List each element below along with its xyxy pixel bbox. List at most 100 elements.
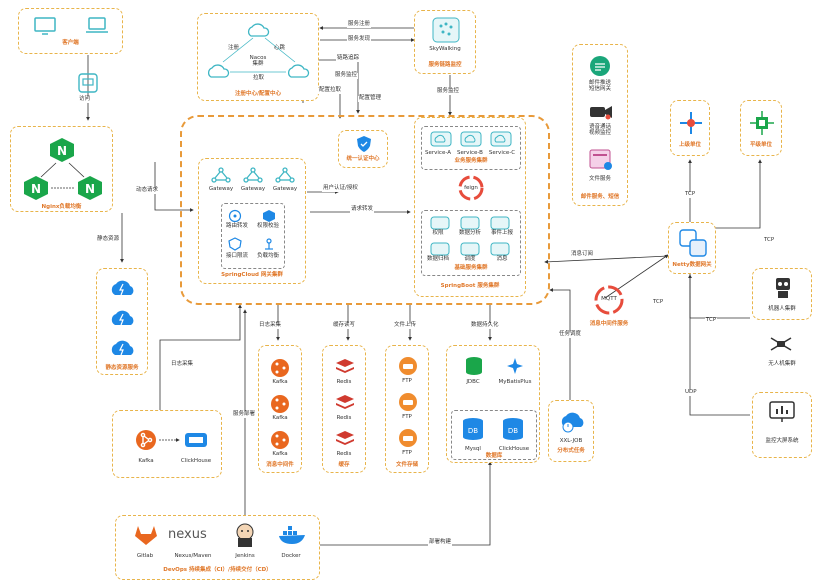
edge-tcp1: TCP <box>684 191 697 198</box>
redis-icon-3 <box>335 430 355 452</box>
kafka-cluster-title: 消息中间件 <box>266 462 294 468</box>
ftp-label-1: FTP <box>402 378 412 384</box>
xxl-job-icon <box>559 409 585 437</box>
feign-label: feign <box>464 185 478 191</box>
gitlab-label: Gitlab <box>136 553 154 559</box>
browser-icon <box>78 73 98 97</box>
services-box: Service-A Service-B Service-C 业务服务集群 fei… <box>414 117 526 297</box>
edge-static: 静态资源 <box>96 236 121 243</box>
svg-text:DB: DB <box>508 427 518 435</box>
skywalking-box: SkyWalking 服务链路监控 <box>414 10 476 74</box>
nexus-label: Nexus/Maven <box>174 553 212 559</box>
ftp-label-3: FTP <box>402 450 412 456</box>
static-title: 静态资源服务 <box>105 365 139 371</box>
nacos-title: 注册中心/配置中心 <box>234 91 281 97</box>
netty-title: Netty数据网关 <box>672 262 712 268</box>
edge-reg1: 服务注册 <box>347 21 372 28</box>
upper-unit-title: 上级单位 <box>678 142 701 148</box>
service-c-icon <box>490 131 512 151</box>
gateway-feature-3: 接口限流 <box>225 253 248 259</box>
mqtt-label: MQTT <box>601 296 617 302</box>
docker-icon <box>278 526 306 550</box>
jenkins-label: Jenkins <box>235 553 255 559</box>
edge-trace2: 服务监控 <box>334 72 359 79</box>
devops-box: Gitlab nexus Nexus/Maven Jenkins Docker … <box>115 515 320 580</box>
gateway-box: Gateway Gateway Gateway 路由转发 权限校验 接口限流 负… <box>198 158 306 284</box>
xxl-label: XXL-JOB <box>559 438 583 444</box>
base-service-icon-4 <box>430 241 450 260</box>
drone-label: 无人机集群 <box>768 361 796 367</box>
db-title: 数据库 <box>485 453 503 459</box>
gateway-features-box: 路由转发 权限校验 接口限流 负载均衡 <box>221 203 285 269</box>
peer-unit-icon <box>750 111 774 139</box>
edge-pull: 配置拉取 <box>318 87 343 94</box>
devops-title: DevOps 持续集成（CI）/持续交付（CD） <box>163 567 272 573</box>
base-service-label-6: 消息 <box>496 256 508 262</box>
cloud-icon-2 <box>109 307 137 333</box>
redis-label-2: Redis <box>336 415 352 421</box>
db-storage-box: DB DB Mysql ClickHouse <box>451 410 537 460</box>
edge-file: 文件上传 <box>393 322 418 329</box>
redis-box: Redis Redis Redis 缓存 <box>322 345 366 473</box>
auth-title: 统一认证中心 <box>346 156 380 162</box>
jenkins-icon <box>234 522 256 552</box>
nginx-title: Nginx负载均衡 <box>41 204 82 210</box>
kafka-label: Kafka <box>138 458 154 464</box>
upper-unit-box: 上级单位 <box>670 100 710 156</box>
thirdparty-title: 邮件服务、短信 <box>580 194 620 200</box>
ftp-icon-1 <box>398 356 418 380</box>
edge-sched: 任务调度 <box>558 331 583 338</box>
peer-unit-box: 平级单位 <box>740 100 782 156</box>
edge-cache: 缓存读写 <box>332 322 357 329</box>
nacos-cloud-top <box>246 20 270 42</box>
file-service-icon <box>589 149 613 175</box>
base-service-icon-1 <box>430 215 450 234</box>
shield-icon <box>356 135 372 157</box>
service-a-label: Service-A <box>425 150 451 156</box>
nacos-heartbeat: 心跳 <box>274 45 286 51</box>
robot-box: 机器人集群 <box>752 268 812 320</box>
gateway-label-1: Gateway <box>208 186 234 192</box>
nacos-register: 注册 <box>228 45 240 51</box>
netty-icon <box>679 229 707 261</box>
base-service-label-4: 数据归档 <box>426 256 449 262</box>
edge-tcp2: TCP <box>763 237 776 244</box>
edge-mqtt: 消息订阅 <box>570 251 595 258</box>
base-service-icon-3 <box>490 215 510 234</box>
edge-deploy: 服务部署 <box>232 411 257 418</box>
ftp-icon-3 <box>398 428 418 452</box>
edge-data: 数据持久化 <box>470 322 500 329</box>
edge-udp: UDP <box>684 389 698 396</box>
service-b-label: Service-B <box>457 150 483 156</box>
edge-tcp4: TCP <box>705 317 718 324</box>
nginx-icon-right: N <box>77 175 103 205</box>
kafka-ch-box: Kafka ClickHouse <box>112 410 222 478</box>
base-services-box: 权限 数据分析 事件上报 数据归档 调度 消息 基础服务集群 <box>421 210 521 276</box>
edge-trace-sw: 服务监控 <box>436 88 461 95</box>
edge-log: 日志采集 <box>170 361 195 368</box>
jdbc-label: JDBC <box>466 379 480 385</box>
permission-icon <box>262 208 276 227</box>
svg-text:N: N <box>85 182 95 196</box>
biz-services-title: 业务服务集群 <box>454 158 488 164</box>
core-container <box>180 115 550 305</box>
edge-log2: 日志采集 <box>258 322 283 329</box>
redis-label-1: Redis <box>336 379 352 385</box>
video-camera-icon <box>589 103 613 125</box>
thirdparty-item-2: 语音通话 视频监控 <box>588 124 611 136</box>
gateway-title: SpringCloud 网关集群 <box>221 272 283 278</box>
kafka-cluster-box: Kafka Kafka Kafka 消息中间件 <box>258 345 302 473</box>
redis-icon-2 <box>335 394 355 416</box>
kafka-cluster-icon-1 <box>270 358 290 382</box>
nacos-pull: 拉取 <box>253 75 265 81</box>
nacos-box: Nacos 集群 注册 心跳 拉取 注册中心/配置中心 <box>197 13 319 101</box>
nexus-logo: nexus <box>168 527 207 542</box>
ftp-title: 文件存储 <box>395 462 418 468</box>
clickhouse-db-label: ClickHouse <box>498 446 530 452</box>
netty-box: Netty数据网关 <box>668 222 716 274</box>
mqtt-icon <box>587 285 631 319</box>
nginx-links <box>40 162 85 189</box>
biz-services-box: Service-A Service-B Service-C 业务服务集群 <box>421 126 521 170</box>
edge-fwd: 请求转发 <box>350 206 375 213</box>
gateway-label-2: Gateway <box>240 186 266 192</box>
